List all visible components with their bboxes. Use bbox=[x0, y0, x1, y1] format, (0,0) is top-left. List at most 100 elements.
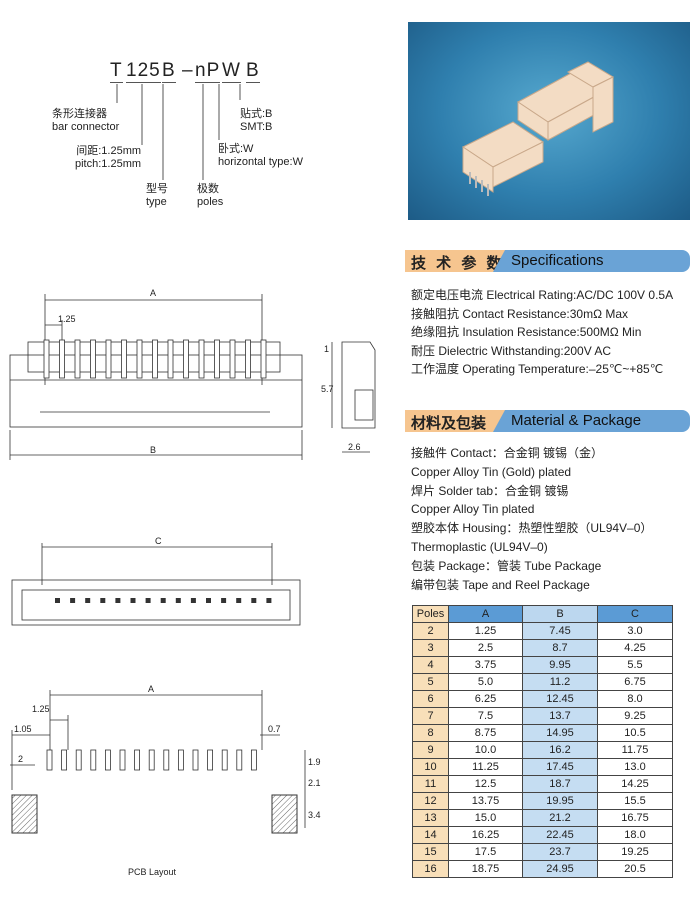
material-line: Thermoplastic (UL94V–0) bbox=[411, 539, 548, 554]
table-cell: 4 bbox=[412, 656, 449, 674]
dim-side-1: 1 bbox=[324, 344, 329, 354]
pcb-pad bbox=[61, 749, 67, 771]
table-cell: 20.5 bbox=[597, 860, 673, 878]
spec-line: 耐压 Dielectric Withstanding:200V AC bbox=[411, 343, 612, 358]
pcb-pad bbox=[119, 749, 126, 771]
side-view-drawing: 1 5.7 2.6 bbox=[321, 341, 376, 453]
material-line: 包装 Package：管装 Tube Package bbox=[411, 558, 602, 573]
spec-line: 额定电压电流 Electrical Rating:AC/DC 100V 0.5A bbox=[411, 288, 674, 302]
table-cell: 17.5 bbox=[448, 843, 523, 861]
pin bbox=[90, 339, 96, 379]
table-cell: 5.5 bbox=[597, 656, 673, 674]
product-photo bbox=[408, 22, 690, 220]
contact-slot bbox=[190, 598, 196, 603]
table-cell: 2 bbox=[412, 622, 449, 640]
contact-slot bbox=[145, 598, 151, 603]
table-cell: 13 bbox=[412, 809, 449, 827]
contact-slot bbox=[251, 598, 257, 603]
pcb-pad bbox=[46, 749, 53, 771]
table-cell: 11.2 bbox=[522, 673, 598, 691]
spec-line: 绝缘阻抗 Insulation Resistance:500MΩ Min bbox=[411, 325, 642, 340]
pcb-pad bbox=[75, 749, 82, 771]
material-line: 编带包装 Tape and Reel Package bbox=[411, 577, 590, 592]
pn-seg: 125 bbox=[126, 60, 161, 83]
pcb-dim-0-7: 0.7 bbox=[268, 724, 281, 734]
pcb-pad bbox=[177, 749, 184, 771]
table-cell: 12 bbox=[412, 792, 449, 810]
table-cell: 10 bbox=[412, 758, 449, 776]
pcb-pad bbox=[236, 749, 243, 771]
contact-slot bbox=[55, 598, 60, 603]
table-cell: 7 bbox=[412, 707, 449, 725]
header-b: B bbox=[522, 605, 598, 623]
table-cell: 21.2 bbox=[522, 809, 598, 827]
specifications-header: 技 术 参 数 Specifications bbox=[405, 250, 690, 272]
table-cell: 14 bbox=[412, 826, 449, 844]
table-cell: 5.0 bbox=[448, 673, 523, 691]
pn-seg: B bbox=[246, 60, 260, 83]
dim-side-2-6: 2.6 bbox=[348, 442, 361, 452]
pcb-layout-drawing: A 1.25 1.05 0.7 2 1.9 2.1 3.4 PCB Layout bbox=[10, 684, 321, 877]
table-cell: 1.25 bbox=[448, 622, 523, 640]
pin bbox=[214, 339, 220, 379]
material-line: 接触件 Contact：合金铜 镀锡（金） bbox=[411, 446, 604, 460]
table-cell: 16.2 bbox=[522, 741, 598, 759]
table-cell: 10.0 bbox=[448, 741, 523, 759]
pcb-pad bbox=[250, 749, 257, 771]
contact-slot bbox=[115, 598, 121, 603]
pin bbox=[74, 339, 81, 379]
specifications-list: 额定电压电流 Electrical Rating:AC/DC 100V 0.5A… bbox=[411, 286, 673, 379]
pin bbox=[260, 339, 267, 379]
table-cell: 19.25 bbox=[597, 843, 673, 861]
table-cell: 8 bbox=[412, 724, 449, 742]
table-cell: 10.5 bbox=[597, 724, 673, 742]
pcb-dim-pitch: 1.25 bbox=[32, 704, 50, 714]
table-cell: 9 bbox=[412, 741, 449, 759]
table-cell: 9.95 bbox=[522, 656, 598, 674]
contact-slot bbox=[70, 598, 76, 603]
pn-seg: T bbox=[110, 60, 123, 83]
header-poles: Poles bbox=[412, 605, 449, 623]
pcb-pad bbox=[192, 749, 199, 771]
table-cell: 6 bbox=[412, 690, 449, 708]
table-cell: 8.0 bbox=[597, 690, 673, 708]
table-cell: 18.75 bbox=[448, 860, 523, 878]
material-line: Copper Alloy Tin plated bbox=[411, 502, 535, 517]
pin bbox=[105, 339, 112, 379]
table-cell: 19.95 bbox=[522, 792, 598, 810]
material-list: 接触件 Contact：合金铜 镀锡（金） Copper Alloy Tin (… bbox=[411, 444, 652, 594]
pin bbox=[229, 339, 236, 379]
pn-seg: W bbox=[222, 60, 241, 83]
contact-slot bbox=[175, 598, 181, 603]
table-cell: 16.75 bbox=[597, 809, 673, 827]
pcb-dim-3-4: 3.4 bbox=[308, 810, 321, 820]
table-cell: 12.45 bbox=[522, 690, 598, 708]
pin bbox=[136, 339, 143, 379]
pcb-pad bbox=[207, 749, 214, 771]
table-cell: 3.0 bbox=[597, 622, 673, 640]
pn-seg: nP bbox=[195, 60, 221, 83]
top-view-drawing: A 1.25 B bbox=[9, 288, 303, 460]
pcb-dim-2: 2 bbox=[18, 754, 23, 764]
table-cell: 14.25 bbox=[597, 775, 673, 793]
pin bbox=[59, 339, 65, 379]
contact-slot bbox=[85, 598, 91, 603]
table-cell: 4.25 bbox=[597, 639, 673, 657]
dim-pitch: 1.25 bbox=[58, 314, 76, 324]
contact-slot bbox=[266, 598, 272, 603]
dim-c: C bbox=[155, 536, 162, 546]
